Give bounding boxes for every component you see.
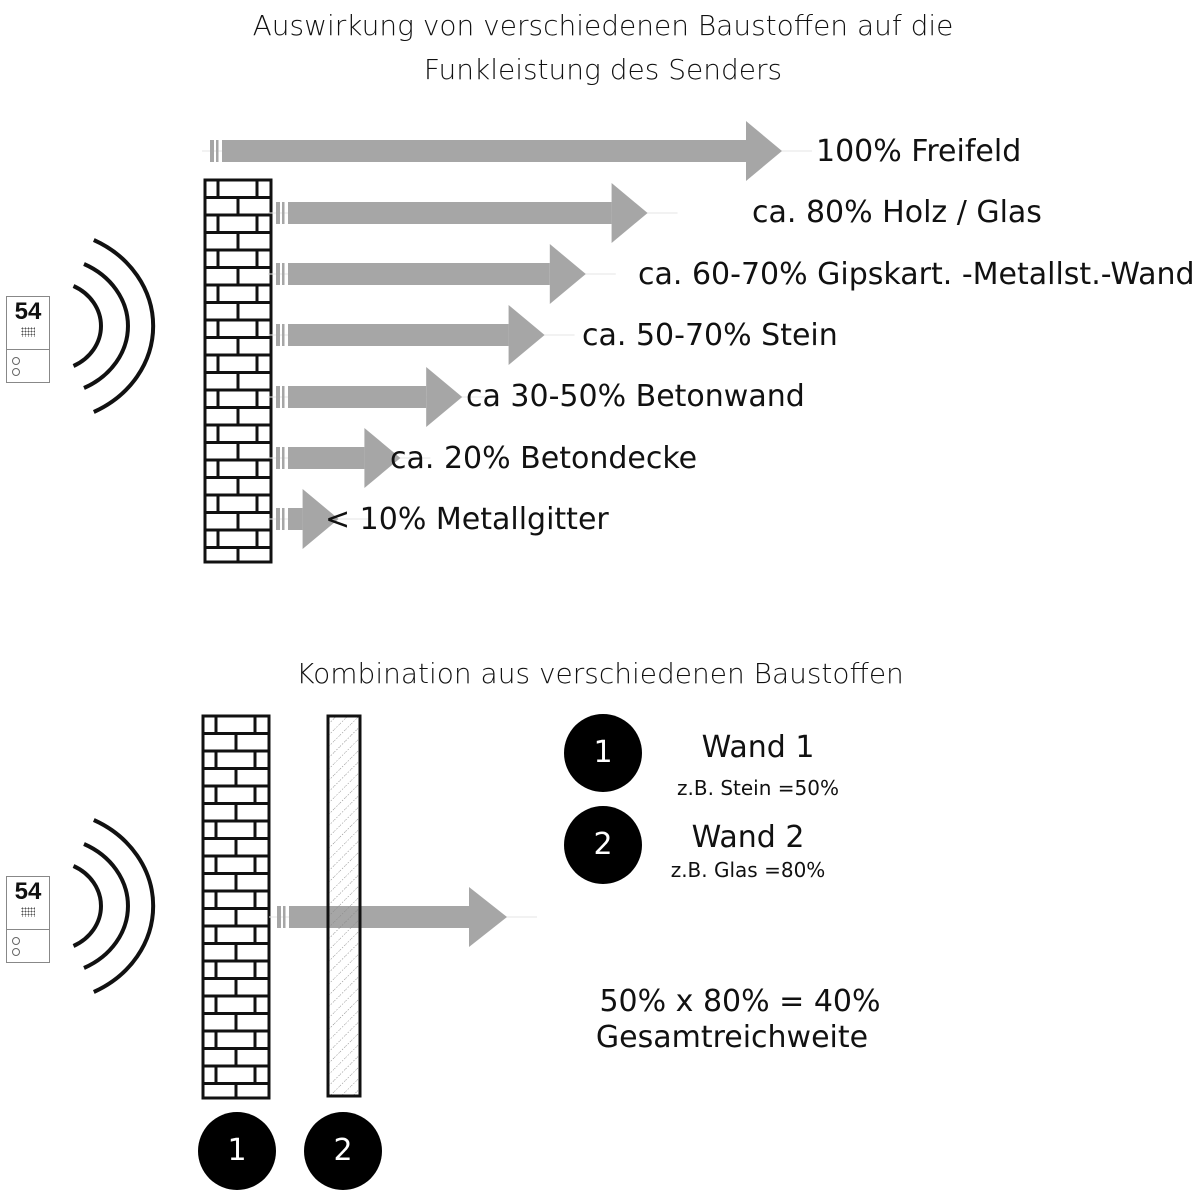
arrow-head bbox=[364, 428, 401, 488]
combined-signal-arrow bbox=[269, 887, 537, 947]
arrow-shaft bbox=[222, 140, 746, 162]
arrow-shaft bbox=[288, 386, 427, 408]
legend-badge-1: 1 bbox=[564, 714, 642, 792]
arrow-tick bbox=[276, 447, 280, 469]
arrow-shaft bbox=[288, 202, 612, 224]
arrow-tick bbox=[276, 324, 280, 346]
arrow-shaft bbox=[289, 906, 469, 928]
legend-title-1: Wand 1 bbox=[701, 730, 815, 765]
signal-waves-icon bbox=[72, 238, 156, 414]
material-label: ca. 50-70% Stein bbox=[582, 318, 838, 353]
speaker-grille-icon bbox=[21, 327, 35, 337]
result-label: Gesamtreichweite bbox=[595, 1020, 869, 1055]
arrow-tick bbox=[276, 263, 280, 285]
wall-badge-2: 2 bbox=[304, 1112, 382, 1190]
arrow-tick bbox=[283, 906, 286, 928]
arrow-head bbox=[549, 244, 586, 304]
wave-arc bbox=[72, 864, 103, 948]
legend-title-2: Wand 2 bbox=[691, 820, 805, 855]
arrow-shaft bbox=[288, 324, 509, 346]
signal-arrows bbox=[202, 121, 812, 549]
device-number: 54 bbox=[14, 878, 42, 905]
arrow-tick bbox=[282, 508, 285, 530]
signal-waves-icon bbox=[72, 818, 156, 994]
brick-wall-icon bbox=[203, 178, 273, 564]
transmitter-device-icon: 54 bbox=[6, 296, 50, 383]
arrow-head bbox=[746, 121, 782, 181]
arrow-tick bbox=[282, 324, 285, 346]
arrow-shaft bbox=[288, 263, 550, 285]
arrow-tick bbox=[216, 140, 219, 162]
material-label: < 10% Metallgitter bbox=[325, 502, 609, 537]
arrow-tick bbox=[276, 508, 280, 530]
glass-wall-2-icon bbox=[326, 714, 362, 1098]
led-icon bbox=[12, 368, 20, 376]
speaker-grille-icon bbox=[21, 907, 35, 917]
arrow-tick bbox=[282, 263, 285, 285]
led-icon bbox=[12, 948, 20, 956]
arrow-shaft bbox=[288, 508, 303, 530]
device-number: 54 bbox=[14, 298, 42, 325]
arrow-head bbox=[611, 183, 648, 243]
arrow-tick bbox=[277, 906, 281, 928]
legend-badge-2: 2 bbox=[564, 806, 642, 884]
material-label: ca. 20% Betondecke bbox=[390, 441, 698, 476]
material-label: ca 30-50% Betonwand bbox=[466, 379, 805, 414]
wave-arc bbox=[83, 262, 130, 390]
arrow-tick bbox=[210, 140, 214, 162]
arrow-head bbox=[469, 887, 507, 947]
wall-badge-1: 1 bbox=[198, 1112, 276, 1190]
arrow-tick bbox=[276, 202, 280, 224]
brick-wall-1-icon bbox=[201, 714, 271, 1100]
wave-arc bbox=[72, 284, 103, 368]
arrow-head bbox=[426, 367, 463, 427]
material-label: ca. 80% Holz / Glas bbox=[752, 195, 1042, 230]
legend-example-1: z.B. Stein =50% bbox=[677, 776, 839, 800]
arrow-tick bbox=[282, 202, 285, 224]
top-title-line2: Funkleistung des Senders bbox=[423, 53, 783, 86]
bottom-title: Kombination aus verschiedenen Baustoffen bbox=[296, 657, 904, 690]
top-title-line1: Auswirkung von verschiedenen Baustoffen … bbox=[252, 9, 954, 42]
arrow-tick bbox=[276, 386, 280, 408]
material-label: ca. 60-70% Gipskart. -Metallst.-Wand bbox=[638, 257, 1195, 292]
arrow-shaft bbox=[288, 447, 365, 469]
led-icon bbox=[12, 357, 20, 365]
arrow-tick bbox=[282, 447, 285, 469]
arrow-tick bbox=[282, 386, 285, 408]
legend-example-2: z.B. Glas =80% bbox=[670, 858, 826, 882]
wave-arc bbox=[92, 818, 156, 994]
wave-arc bbox=[92, 238, 156, 414]
wave-arc bbox=[83, 842, 130, 970]
transmitter-device-icon: 54 bbox=[6, 876, 50, 963]
arrow-head bbox=[302, 489, 339, 549]
arrow-head bbox=[508, 305, 545, 365]
material-label: 100% Freifeld bbox=[816, 134, 1022, 169]
formula: 50% x 80% = 40% bbox=[599, 984, 881, 1019]
led-icon bbox=[12, 937, 20, 945]
